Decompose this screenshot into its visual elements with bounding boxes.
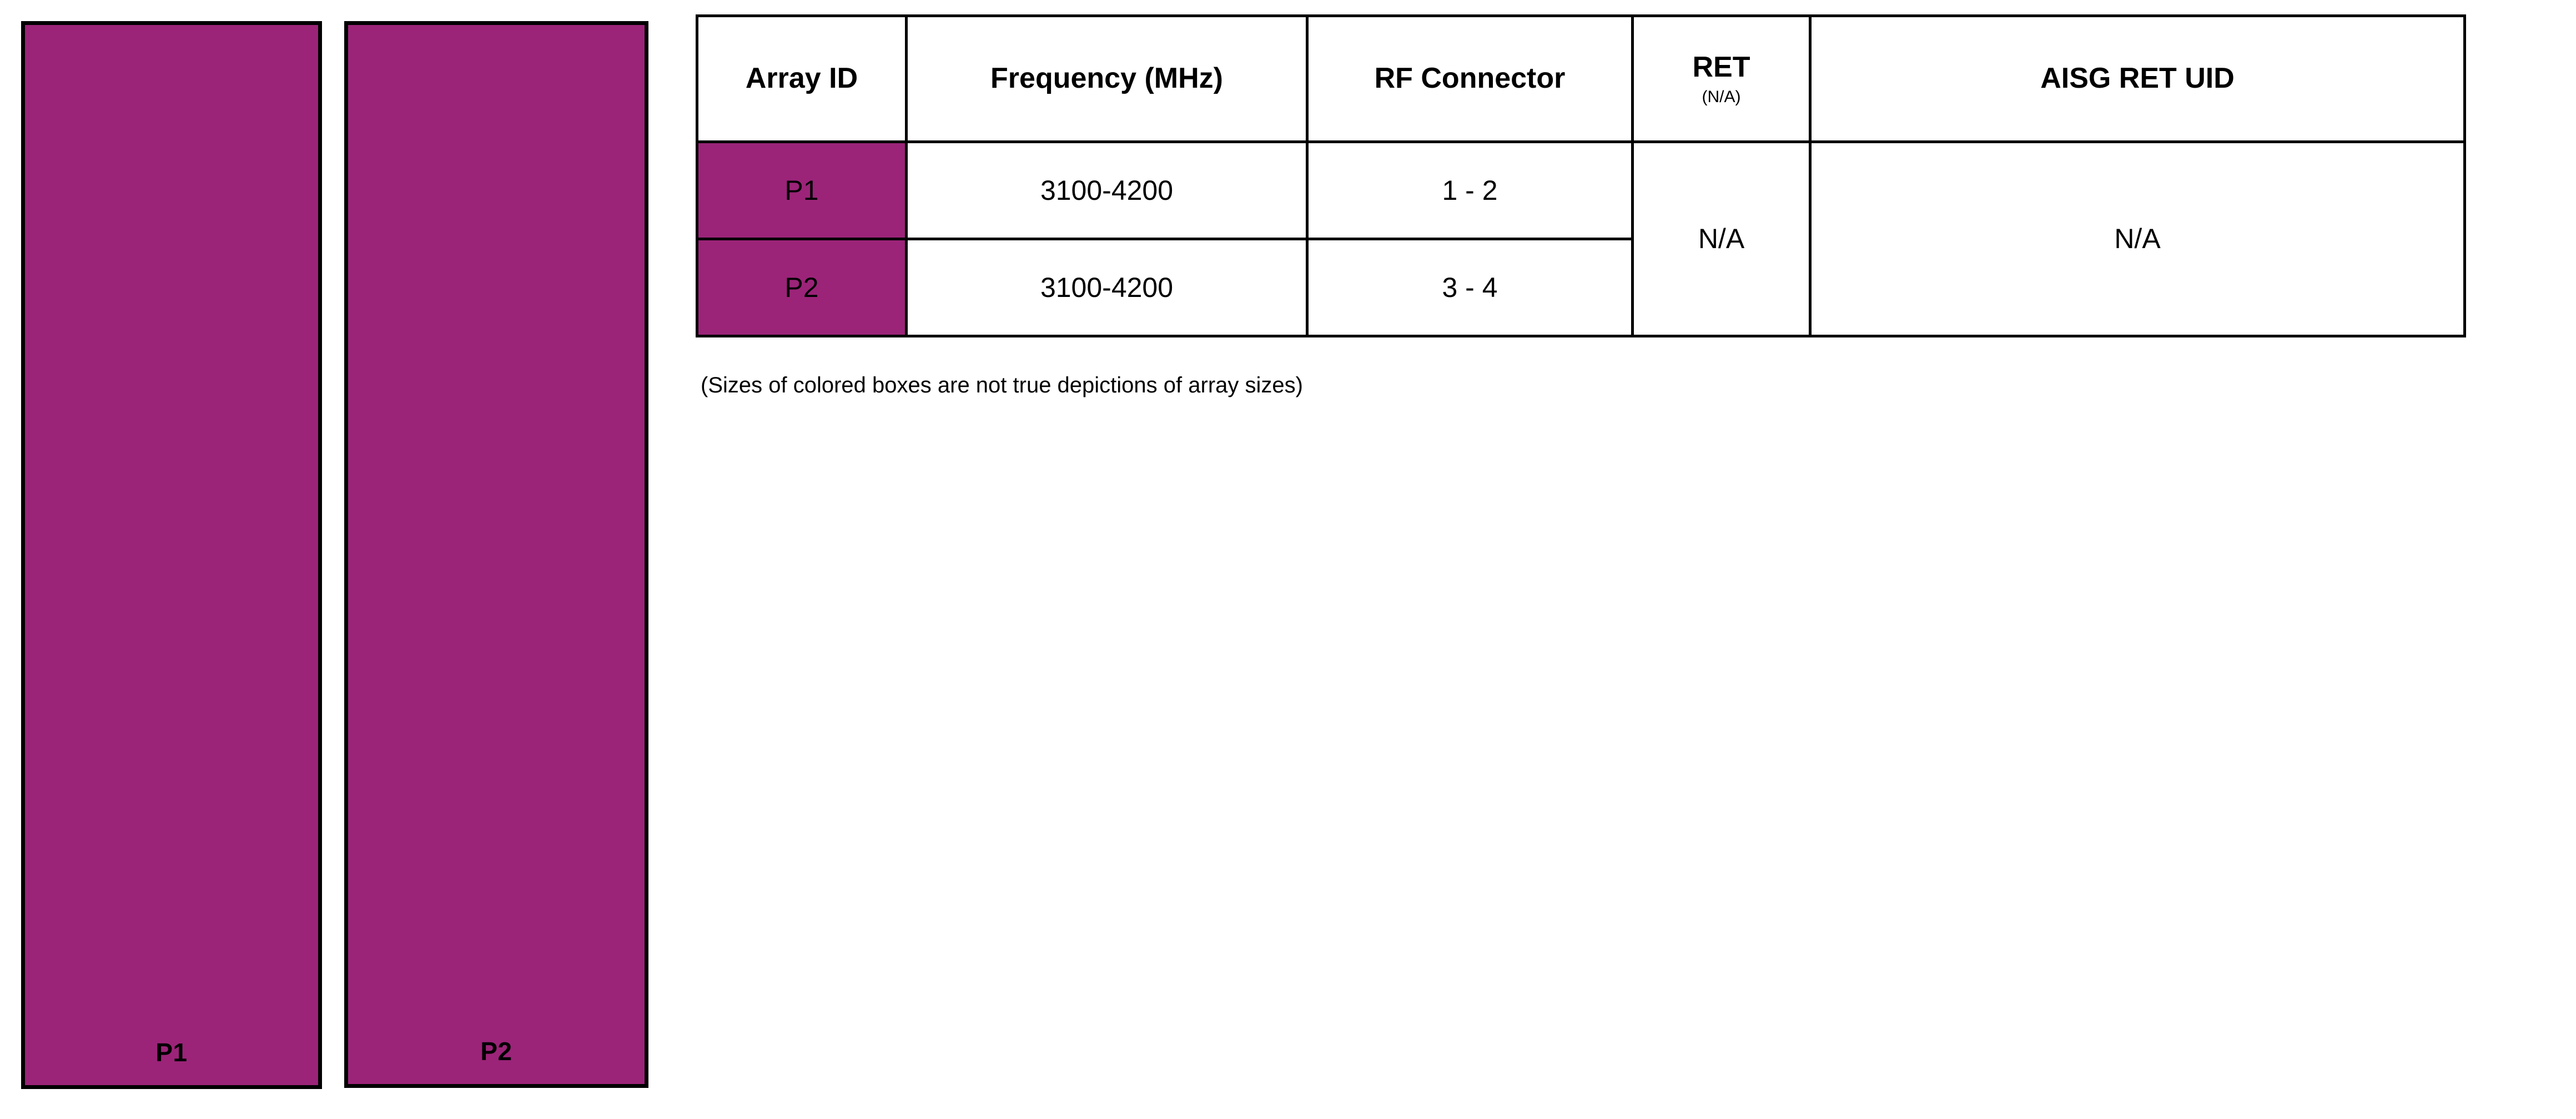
cell-aisg-ret-uid-merged: N/A	[1809, 140, 2466, 337]
array-table-container: Array ID Frequency (MHz) RF Connector RE…	[696, 14, 2466, 337]
column-header-ret: RET (N/A)	[1631, 14, 1812, 143]
array-box-p1: P1	[21, 21, 322, 1089]
array-box-label-p1: P1	[155, 1038, 188, 1067]
cell-rf-connector-p1: 1 - 2	[1306, 140, 1634, 240]
array-boxes-group: P1 P2	[0, 0, 694, 1119]
table-body: P1 3100-4200 1 - 2 N/A N/A P2 3100-4200 …	[696, 140, 2466, 337]
array-box-label-p2: P2	[480, 1037, 512, 1066]
table-row: P1 3100-4200 1 - 2 N/A N/A	[696, 140, 2466, 337]
column-header-ret-subtitle: (N/A)	[1702, 87, 1741, 106]
cell-array-id-p2: P2	[696, 238, 908, 337]
cell-frequency-p2: 3100-4200	[905, 238, 1309, 337]
cell-rf-connector-p2: 3 - 4	[1306, 238, 1634, 337]
column-header-aisg-ret-uid: AISG RET UID	[1809, 14, 2466, 143]
array-box-p2: P2	[344, 21, 648, 1088]
table-header-row: Array ID Frequency (MHz) RF Connector RE…	[696, 14, 2466, 143]
cell-ret-merged: N/A	[1631, 140, 1812, 337]
column-header-frequency: Frequency (MHz)	[905, 14, 1309, 143]
table-header-row-group: Array ID Frequency (MHz) RF Connector RE…	[696, 14, 2466, 143]
column-header-rf-connector: RF Connector	[1306, 14, 1634, 143]
cell-array-id-p1: P1	[696, 140, 908, 240]
column-header-array-id: Array ID	[696, 14, 908, 143]
figure-caption: (Sizes of colored boxes are not true dep…	[701, 373, 1303, 397]
column-header-ret-title: RET	[1692, 51, 1750, 83]
cell-frequency-p1: 3100-4200	[905, 140, 1309, 240]
array-specification-table: Array ID Frequency (MHz) RF Connector RE…	[696, 14, 2466, 337]
table-row: P2 3100-4200 3 - 4	[696, 238, 2465, 337]
